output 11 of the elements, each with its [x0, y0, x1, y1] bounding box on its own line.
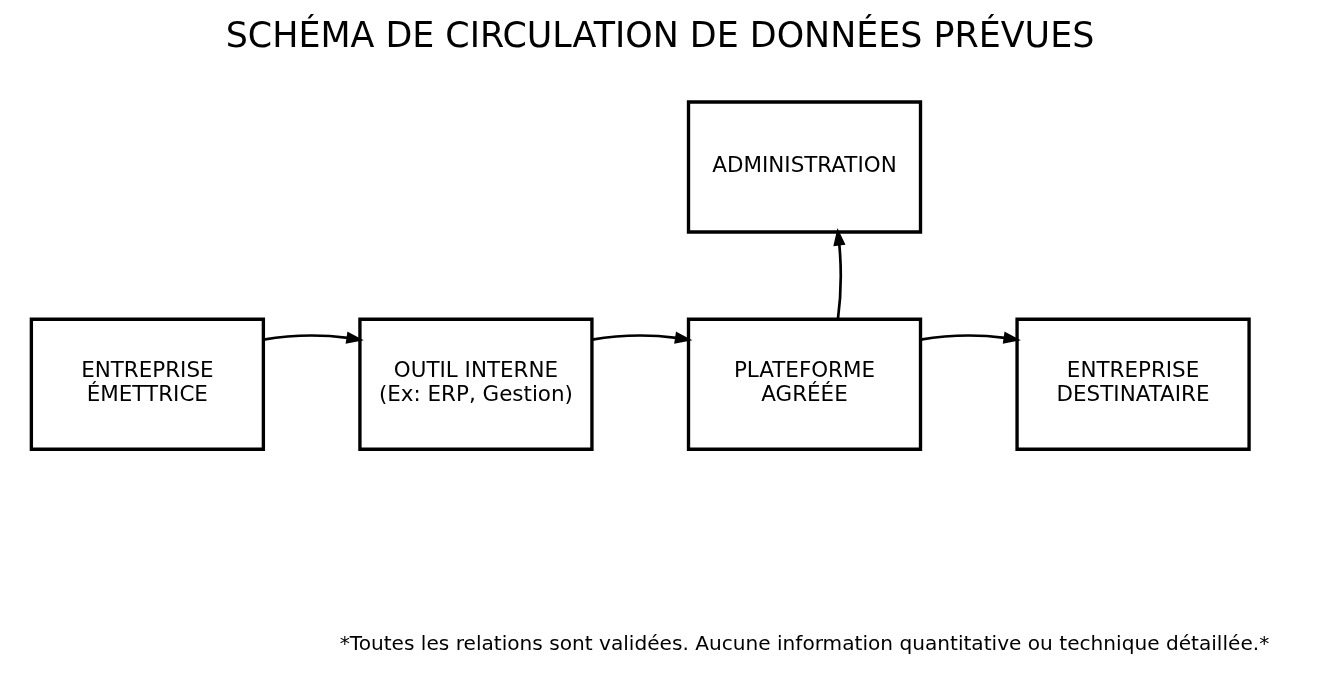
arrow	[591, 331, 693, 344]
node-box: OUTIL INTERNE (Ex: ERP, Gestion)	[358, 317, 594, 451]
diagram-title: SCHÉMA DE CIRCULATION DE DONNÉES PRÉVUES	[225, 14, 1095, 55]
arrow	[833, 228, 846, 320]
node-box: ENTREPRISE DESTINATAIRE	[1015, 317, 1251, 451]
arrow	[263, 331, 364, 344]
arrow	[920, 331, 1021, 344]
node-box: PLATEFORME AGRÉÉE	[686, 317, 923, 451]
node-box: ADMINISTRATION	[686, 100, 923, 234]
node-box: ENTREPRISE ÉMETTRICE	[29, 317, 266, 451]
caption: *Toutes les relations sont validées. Aucune information quantitative ou technique détaillée.*	[339, 631, 1270, 656]
